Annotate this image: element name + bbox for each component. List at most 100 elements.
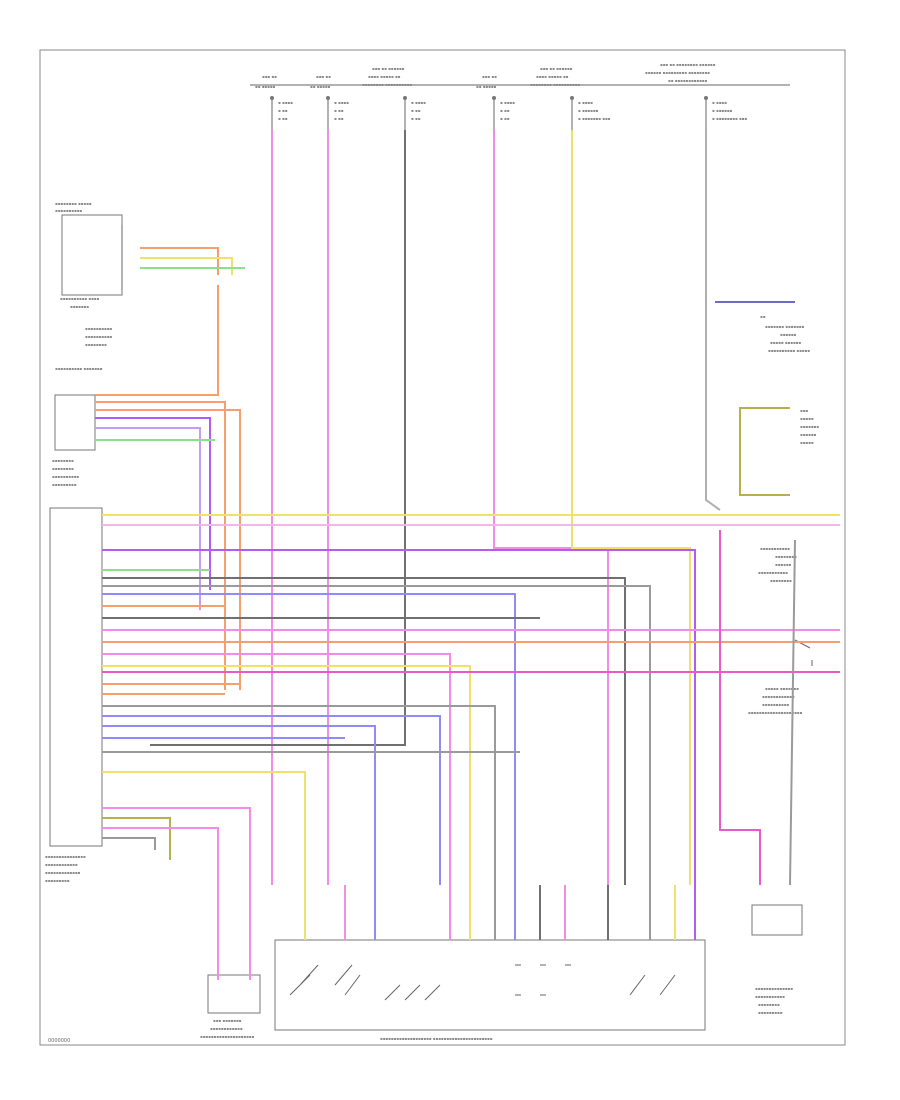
control-module-box (54, 394, 96, 451)
svg-text:▪▪▪▪▪▪▪▪: ▪▪▪▪▪▪▪▪ (770, 578, 792, 583)
svg-text:▪ ▪▪: ▪ ▪▪ (278, 116, 288, 121)
svg-text:▪▪▪▪▪▪▪▪: ▪▪▪▪▪▪▪▪ (758, 1002, 780, 1007)
svg-text:▪ ▪▪▪▪▪▪▪ ▪▪▪: ▪ ▪▪▪▪▪▪▪ ▪▪▪ (578, 116, 611, 121)
svg-text:▪▪▪▪▪▪▪▪: ▪▪▪▪▪▪▪▪ (52, 458, 74, 463)
svg-text:▪ ▪▪: ▪ ▪▪ (500, 116, 510, 121)
wire-darkgray-h5 (102, 577, 626, 885)
wire-gray-h6 (102, 585, 651, 885)
svg-text:▪▪▪▪▪▪▪▪▪▪▪▪▪▪: ▪▪▪▪▪▪▪▪▪▪▪▪▪▪ (755, 986, 793, 991)
fuse-5: ▪▪▪ ▪▪ ▪▪▪▪▪▪▪▪▪▪ ▪▪▪▪▪ ▪▪▪▪▪▪▪▪▪▪ ▪▪▪▪▪… (530, 66, 611, 130)
svg-text:▪ ▪▪▪▪▪▪: ▪ ▪▪▪▪▪▪ (712, 108, 733, 113)
wire-blue-h19 (102, 725, 376, 885)
svg-text:▪▪▪▪▪▪: ▪▪▪▪▪▪ (780, 332, 797, 337)
wire-orange-ic-down (95, 285, 219, 396)
svg-text:▪ ▪▪▪▪: ▪ ▪▪▪▪ (411, 100, 426, 105)
svg-text:▪ ▪▪▪▪: ▪ ▪▪▪▪ (500, 100, 515, 105)
page-code: 0000000 (48, 1038, 70, 1044)
svg-text:▪▪▪▪▪▪▪▪ ▪▪▪▪▪▪▪▪▪▪: ▪▪▪▪▪▪▪▪ ▪▪▪▪▪▪▪▪▪▪ (362, 82, 412, 87)
svg-text:▪▪▪ ▪▪ ▪▪▪▪▪▪▪▪ ▪▪▪▪▪▪: ▪▪▪ ▪▪ ▪▪▪▪▪▪▪▪ ▪▪▪▪▪▪ (660, 62, 716, 67)
wire-yellow-1 (571, 130, 691, 885)
svg-text:▪▪▪▪▪▪▪▪▪▪▪▪▪▪▪▪▪▪▪ ▪▪▪▪▪▪▪▪▪▪: ▪▪▪▪▪▪▪▪▪▪▪▪▪▪▪▪▪▪▪ ▪▪▪▪▪▪▪▪▪▪▪▪▪▪▪▪▪▪▪▪… (380, 1036, 493, 1041)
svg-text:▪▪▪▪▪▪▪▪▪: ▪▪▪▪▪▪▪▪▪ (758, 1010, 783, 1015)
svg-text:▪▪▪▪▪▪▪▪▪▪▪: ▪▪▪▪▪▪▪▪▪▪▪ (760, 546, 790, 551)
svg-text:▪ ▪▪: ▪ ▪▪ (278, 108, 288, 113)
wire-yellow-h13 (102, 665, 471, 885)
svg-text:▪▪▪▪▪: ▪▪▪▪▪ (800, 440, 814, 445)
svg-text:▪▪▪: ▪▪▪ (800, 408, 808, 413)
wire-blue-h7 (102, 593, 516, 885)
svg-text:▪▪▪▪▪▪▪▪▪▪: ▪▪▪▪▪▪▪▪▪▪ (85, 334, 112, 339)
svg-text:▪▪ ▪▪▪▪▪: ▪▪ ▪▪▪▪▪ (255, 84, 276, 89)
svg-text:▪▪▪▪▪▪ ▪▪▪▪▪▪▪▪▪ ▪▪▪▪▪▪▪▪: ▪▪▪▪▪▪ ▪▪▪▪▪▪▪▪▪ ▪▪▪▪▪▪▪▪ (645, 70, 710, 75)
svg-text:▪▪▪▪▪▪▪▪▪▪▪▪: ▪▪▪▪▪▪▪▪▪▪▪▪ (45, 862, 78, 867)
svg-text:▪▪▪ ▪▪: ▪▪▪ ▪▪ (482, 74, 497, 79)
svg-text:▪▪▪▪▪▪▪▪▪: ▪▪▪▪▪▪▪▪▪ (52, 482, 77, 487)
svg-text:▪ ▪▪: ▪ ▪▪ (411, 116, 421, 121)
svg-text:▪▪▪▪▪▪▪▪: ▪▪▪▪▪▪▪▪ (52, 466, 74, 471)
svg-text:▪▪▪▪▪▪▪▪▪▪ ▪▪▪▪: ▪▪▪▪▪▪▪▪▪▪ ▪▪▪▪ (60, 296, 100, 301)
wire-purple-m3 (95, 417, 211, 590)
transmission-switch-box (274, 939, 706, 1031)
right-bottom-sensor-box (751, 904, 803, 936)
svg-text:▪▪▪▪▪▪▪▪▪▪▪: ▪▪▪▪▪▪▪▪▪▪▪ (758, 570, 788, 575)
svg-text:▪ ▪▪▪▪: ▪ ▪▪▪▪ (334, 100, 349, 105)
wire-gray-right (789, 539, 796, 886)
svg-text:▪▪▪▪▪▪▪▪▪▪▪▪▪▪▪: ▪▪▪▪▪▪▪▪▪▪▪▪▪▪▪ (45, 854, 86, 859)
right-components: ▪▪▪▪▪▪▪▪▪ ▪▪▪▪▪▪▪▪▪▪▪▪▪▪▪▪▪▪ ▪▪▪▪▪▪▪▪▪▪▪… (715, 301, 819, 715)
wire-purple-h3 (102, 549, 696, 885)
svg-text:▪▪▪▪▪▪▪▪▪▪: ▪▪▪▪▪▪▪▪▪▪ (52, 474, 79, 479)
svg-text:▪▪▪▪▪▪▪▪: ▪▪▪▪▪▪▪▪ (85, 342, 107, 347)
wire-yellow-h22 (102, 771, 306, 885)
svg-text:▪▪▪▪▪▪▪▪▪▪▪▪: ▪▪▪▪▪▪▪▪▪▪▪▪ (762, 694, 795, 699)
svg-text:▪▪▪▪▪▪▪: ▪▪▪▪▪▪▪ (800, 424, 819, 429)
svg-text:▪▪▪▪▪▪▪▪ ▪▪▪▪▪▪▪▪▪▪: ▪▪▪▪▪▪▪▪ ▪▪▪▪▪▪▪▪▪▪ (530, 82, 580, 87)
svg-text:▪▪▪▪▪▪▪▪▪▪▪▪▪▪▪▪▪▪▪▪: ▪▪▪▪▪▪▪▪▪▪▪▪▪▪▪▪▪▪▪▪ (200, 1034, 255, 1039)
svg-text:▪ ▪▪▪▪▪▪: ▪ ▪▪▪▪▪▪ (578, 108, 599, 113)
svg-text:▪▪▪ ▪▪: ▪▪▪ ▪▪ (262, 74, 277, 79)
wire-group (95, 130, 840, 980)
fuse-row: ▪▪▪ ▪▪ ▪▪ ▪▪▪▪▪ ▪ ▪▪▪▪ ▪ ▪▪ ▪ ▪▪ ▪▪▪ ▪▪ ▪▪ ▪… (250, 62, 790, 130)
svg-text:▪▪▪▪▪▪▪▪: ▪▪▪▪▪▪▪▪ (775, 554, 797, 559)
svg-text:▪▪▪▪▪▪▪▪▪▪▪▪▪: ▪▪▪▪▪▪▪▪▪▪▪▪▪ (45, 870, 81, 875)
svg-text:▪ ▪▪: ▪ ▪▪ (334, 108, 344, 113)
svg-text:▪▪▪▪▪ ▪▪▪▪▪▪: ▪▪▪▪▪ ▪▪▪▪▪▪ (770, 340, 801, 345)
svg-text:▪▪▪▪▪▪▪▪▪▪▪▪: ▪▪▪▪▪▪▪▪▪▪▪▪ (210, 1026, 243, 1031)
fuse-4: ▪▪▪ ▪▪▪▪ ▪▪▪▪▪ ▪ ▪▪▪▪▪ ▪▪▪ ▪▪ (476, 74, 515, 130)
wire-orange-ic (140, 247, 219, 275)
wire-pink-3 (493, 130, 609, 885)
svg-text:▪▪ ▪▪▪▪▪: ▪▪ ▪▪▪▪▪ (476, 84, 497, 89)
svg-text:▪▪▪▪▪▪▪▪▪▪: ▪▪▪▪▪▪▪▪▪▪ (55, 208, 82, 213)
wire-olive-h24 (102, 817, 171, 860)
wire-orange-m1 (95, 401, 226, 690)
svg-text:▪▪▪▪▪▪: ▪▪▪▪▪▪ (775, 562, 792, 567)
wire-purple-m4 (95, 427, 201, 610)
svg-text:▪▪▪▪▪▪▪▪▪▪: ▪▪▪▪▪▪▪▪▪▪ (85, 326, 112, 331)
svg-text:▪▪▪ ▪▪ ▪▪▪▪▪▪: ▪▪▪ ▪▪ ▪▪▪▪▪▪ (540, 66, 573, 71)
left-components: ▪▪▪▪▪▪▪▪ ▪▪▪▪▪▪▪▪▪▪▪▪▪▪▪ ▪▪▪▪▪▪▪▪▪▪ ▪▪▪▪… (45, 201, 123, 883)
svg-text:▪ ▪▪▪▪: ▪ ▪▪▪▪ (278, 100, 293, 105)
wire-pink-h23 (102, 807, 251, 980)
svg-text:▪ ▪▪▪▪: ▪ ▪▪▪▪ (712, 100, 727, 105)
fuse-2: ▪▪▪ ▪▪▪▪ ▪▪▪▪▪ ▪ ▪▪▪▪▪ ▪▪▪ ▪▪ (310, 74, 349, 130)
wire-olive-right (739, 407, 790, 496)
left-bottom-switch-box (207, 974, 261, 1014)
wire-pink-h25 (102, 827, 219, 980)
wire-gray-1 (705, 130, 721, 511)
diagram-frame (39, 49, 846, 1046)
svg-text:▪▪▪▪▪▪▪▪▪▪ ▪▪▪▪▪▪▪: ▪▪▪▪▪▪▪▪▪▪ ▪▪▪▪▪▪▪ (55, 366, 103, 371)
svg-text:▪ ▪▪: ▪ ▪▪ (411, 108, 421, 113)
bottom-components: ▪▪▪ ▪▪▪▪▪▪▪▪▪▪▪▪▪▪▪▪▪▪▪▪▪▪▪▪▪▪▪▪▪▪▪▪▪▪▪▪… (200, 904, 803, 1041)
svg-text:▪▪▪ ▪▪▪▪▪▪▪: ▪▪▪ ▪▪▪▪▪▪▪ (213, 1018, 242, 1023)
svg-text:▪▪▪▪▪▪: ▪▪▪▪▪▪ (800, 432, 817, 437)
electromechanical-module-box (49, 507, 103, 847)
wire-blue-h18 (102, 715, 441, 885)
wire-yellow-ic (140, 257, 233, 275)
wire-darkgray-1 (150, 130, 406, 746)
svg-text:▪▪▪▪▪▪▪ ▪▪▪▪▪▪▪: ▪▪▪▪▪▪▪ ▪▪▪▪▪▪▪ (765, 324, 805, 329)
svg-text:▪▪ ▪▪▪▪▪▪▪▪▪▪▪▪: ▪▪ ▪▪▪▪▪▪▪▪▪▪▪▪ (668, 78, 708, 83)
svg-text:▪ ▪▪▪▪▪▪▪▪ ▪▪▪: ▪ ▪▪▪▪▪▪▪▪ ▪▪▪ (712, 116, 747, 121)
svg-text:▪▪: ▪▪ (760, 314, 766, 319)
wire-gray-h17 (102, 705, 496, 885)
svg-text:▪▪▪▪▪▪▪▪▪: ▪▪▪▪▪▪▪▪▪ (45, 878, 70, 883)
